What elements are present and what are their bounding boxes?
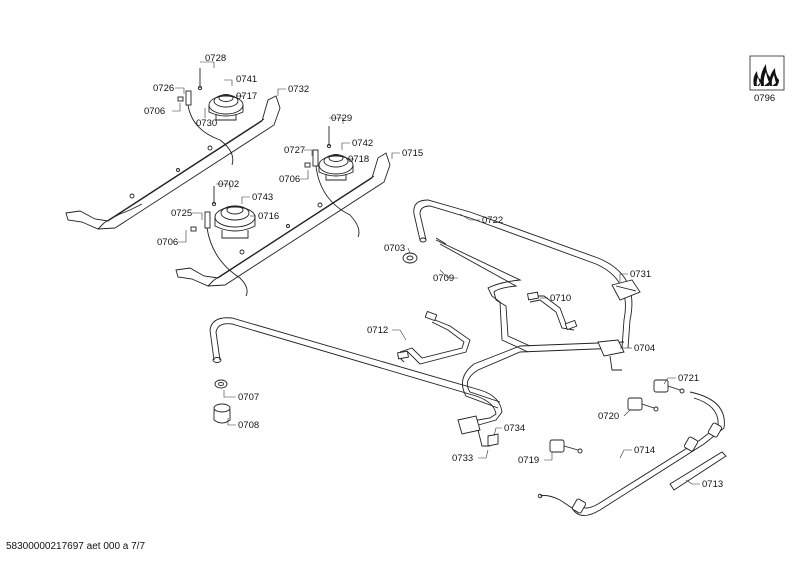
label-0706-c: 0706 bbox=[157, 237, 178, 248]
fitting-0708 bbox=[213, 403, 231, 424]
label-0742: 0742 bbox=[352, 138, 373, 149]
label-0726: 0726 bbox=[153, 83, 174, 94]
label-0706-b: 0706 bbox=[279, 174, 300, 185]
burner-middle-left bbox=[190, 186, 256, 297]
label-0714: 0714 bbox=[634, 445, 655, 456]
label-0707: 0707 bbox=[238, 392, 259, 403]
label-0704: 0704 bbox=[634, 343, 655, 354]
label-0717: 0717 bbox=[236, 91, 257, 102]
document-footer: 58300000217697 aet 000 a 7/7 bbox=[6, 541, 146, 552]
label-0725: 0725 bbox=[171, 208, 192, 219]
label-0727: 0727 bbox=[284, 145, 305, 156]
label-0718: 0718 bbox=[348, 154, 369, 165]
screw-0706-a bbox=[177, 96, 184, 102]
label-0721: 0721 bbox=[678, 373, 699, 384]
label-0734: 0734 bbox=[504, 423, 525, 434]
label-0716: 0716 bbox=[258, 211, 279, 222]
label-0741: 0741 bbox=[236, 74, 257, 85]
label-0729: 0729 bbox=[331, 113, 352, 124]
electrode-0726 bbox=[185, 90, 234, 166]
clamp-0704 bbox=[597, 339, 625, 371]
label-0719: 0719 bbox=[518, 455, 539, 466]
leader-lines bbox=[172, 61, 700, 485]
burner-middle-right bbox=[304, 126, 360, 238]
gas-rail-left bbox=[209, 317, 503, 429]
nut-0703 bbox=[402, 252, 418, 264]
burner-bracket-top bbox=[65, 95, 281, 230]
label-0733: 0733 bbox=[452, 453, 473, 464]
gas-rail-right bbox=[413, 199, 633, 409]
label-0728: 0728 bbox=[205, 53, 226, 64]
label-0710: 0710 bbox=[550, 293, 571, 304]
burner-top bbox=[208, 94, 244, 121]
label-0706-a: 0706 bbox=[144, 106, 165, 117]
tap-0719 bbox=[549, 439, 583, 454]
label-0703: 0703 bbox=[384, 243, 405, 254]
label-0712: 0712 bbox=[367, 325, 388, 336]
label-0722: 0722 bbox=[482, 215, 503, 226]
label-0702: 0702 bbox=[218, 179, 239, 190]
tap-0720 bbox=[627, 397, 659, 412]
nut-0707 bbox=[214, 379, 228, 389]
gas-pipe-0709 bbox=[435, 237, 531, 353]
gas-pipe-0712 bbox=[397, 310, 471, 365]
label-0709: 0709 bbox=[433, 273, 454, 284]
thermocouple-0728 bbox=[197, 68, 203, 91]
burner-bracket-middle bbox=[175, 152, 391, 287]
connector-0731 bbox=[611, 279, 641, 301]
label-0732: 0732 bbox=[288, 84, 309, 95]
strip-0713 bbox=[669, 451, 727, 491]
label-0730: 0730 bbox=[196, 118, 217, 129]
gas-pipe-0710 bbox=[527, 291, 578, 331]
clip-0734 bbox=[487, 433, 499, 447]
label-0743: 0743 bbox=[252, 192, 273, 203]
gas-flame-icon: 0796 bbox=[749, 55, 785, 104]
label-0731: 0731 bbox=[630, 269, 651, 280]
part-labels: 0728 0741 0726 0717 0732 0706 0730 0729 … bbox=[144, 53, 723, 490]
label-0796: 0796 bbox=[754, 93, 775, 104]
clamp-0733 bbox=[457, 415, 490, 447]
label-0708: 0708 bbox=[238, 420, 259, 431]
label-0720: 0720 bbox=[598, 411, 619, 422]
label-0715: 0715 bbox=[402, 148, 423, 159]
wiring-0714 bbox=[537, 391, 725, 516]
label-0713: 0713 bbox=[702, 479, 723, 490]
